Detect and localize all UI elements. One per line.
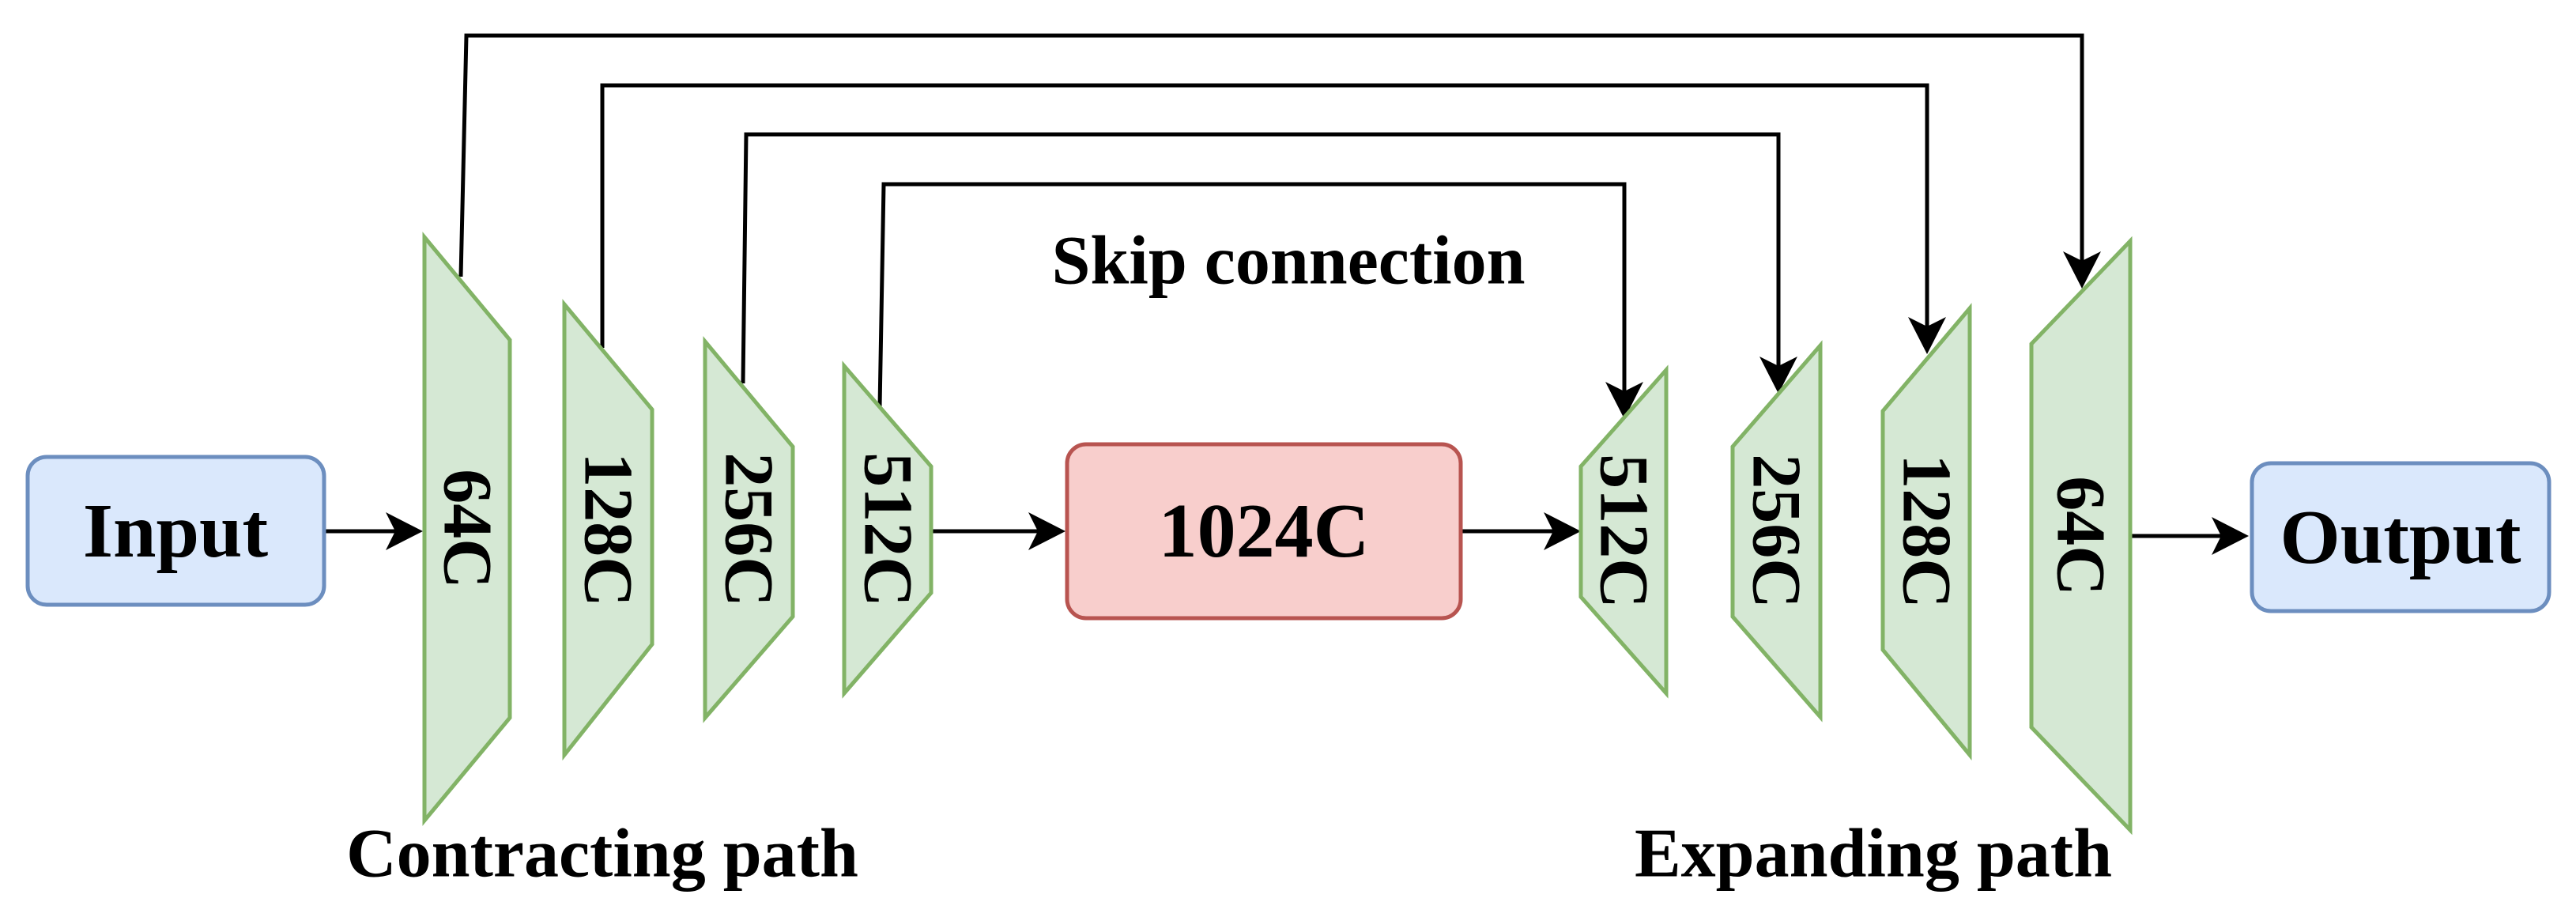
encoder-label-256: 256C	[711, 452, 787, 607]
decoder-block-64	[2029, 236, 2133, 836]
arrowhead-decoder	[1544, 512, 1581, 550]
bottleneck-box	[1065, 442, 1463, 621]
decoder-block-512	[1578, 364, 1669, 699]
skip-connection-512	[877, 182, 1627, 408]
encoder-block-128	[562, 299, 654, 761]
expanding-path-label: Expanding path	[1635, 816, 2112, 892]
encoder-block-512	[842, 360, 933, 699]
encoder-label-512: 512C	[850, 452, 926, 607]
skip-arrowhead-512	[1605, 382, 1643, 419]
skip-connection-256	[741, 132, 1781, 384]
output-box	[2250, 461, 2551, 613]
skip-arrowhead-64	[2063, 251, 2101, 289]
bottleneck-label: 1024C	[1159, 489, 1370, 574]
encoder-label-64: 64C	[429, 469, 506, 589]
decoder-label-256: 256C	[1738, 454, 1815, 609]
input-box	[25, 455, 326, 607]
skip-arrowhead-128	[1908, 317, 1946, 354]
decoder-block-128	[1880, 303, 1972, 760]
skip-connection-128	[600, 83, 1929, 348]
flow-arrows	[324, 512, 2249, 555]
decoder-label-64: 64C	[2042, 476, 2119, 596]
decoder-label-512: 512C	[1586, 454, 1662, 609]
decoder-label-128: 128C	[1888, 454, 1965, 609]
decoder: 512C 256C 128C 64C	[1578, 236, 2133, 836]
skip-connection-label: Skip connection	[1051, 223, 1525, 300]
encoder-block-256	[703, 336, 795, 723]
arrowhead-input	[386, 512, 423, 550]
encoder-block-64	[422, 232, 512, 826]
arrowhead-output	[2212, 517, 2249, 555]
encoder: 64C 128C 256C 512C	[422, 232, 933, 826]
output-label: Output	[2280, 495, 2521, 580]
decoder-block-256	[1730, 340, 1823, 723]
input-label: Input	[83, 489, 269, 574]
contracting-path-label: Contracting path	[346, 816, 858, 892]
encoder-label-128: 128C	[570, 452, 647, 607]
skip-arrowhead-256	[1759, 357, 1797, 394]
arrowhead-bottleneck	[1028, 512, 1065, 550]
skip-connections	[458, 33, 2101, 419]
skip-connection-64	[458, 33, 2084, 277]
